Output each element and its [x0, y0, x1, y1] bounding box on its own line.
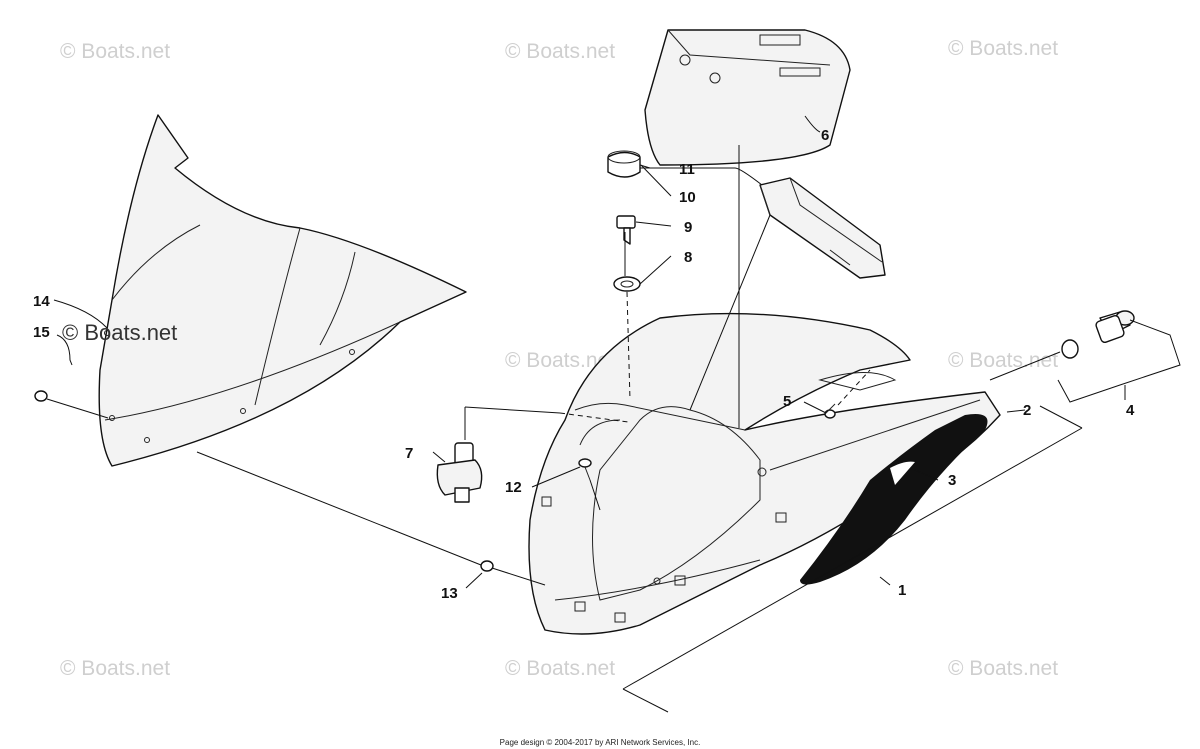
hood-part[interactable]	[528, 312, 1001, 635]
watermark: © Boats.net	[505, 657, 615, 680]
watermark: © Boats.net	[505, 349, 615, 372]
callout-3[interactable]: 3	[948, 472, 956, 489]
callout-9[interactable]: 9	[684, 219, 692, 236]
watermark: © Boats.net	[948, 657, 1058, 680]
top-cover-part[interactable]	[644, 29, 851, 166]
callout-4[interactable]: 4	[1126, 402, 1135, 419]
callout-6[interactable]: 6	[821, 127, 829, 144]
watermark: © Boats.net	[948, 37, 1058, 60]
power-socket-part[interactable]	[1061, 310, 1135, 359]
control-module-part[interactable]	[759, 177, 886, 279]
callout-5[interactable]: 5	[783, 393, 791, 410]
callout-2[interactable]: 2	[1023, 402, 1031, 419]
plug-part[interactable]	[436, 442, 483, 503]
callout-7[interactable]: 7	[405, 445, 413, 462]
watermark: © Boats.net	[505, 40, 615, 63]
hood-screw-part[interactable]	[578, 458, 592, 481]
leader-lines	[53, 115, 1181, 713]
callout-13[interactable]: 13	[441, 585, 458, 602]
callout-1[interactable]: 1	[898, 582, 906, 599]
fastener-part[interactable]	[480, 560, 494, 572]
ignition-nut-part[interactable]	[613, 276, 641, 292]
rivet-part[interactable]	[824, 403, 836, 419]
watermarks: © Boats.net © Boats.net © Boats.net © Bo…	[60, 37, 1058, 680]
decal-part[interactable]	[800, 414, 988, 585]
watermark: © Boats.net	[60, 657, 170, 680]
page-footer: Page design © 2004-2017 by ARI Network S…	[499, 738, 701, 747]
watermark-prominent: © Boats.net	[62, 320, 177, 345]
key-part[interactable]	[616, 215, 636, 245]
watermark: © Boats.net	[948, 349, 1058, 372]
ignition-switch-part[interactable]	[607, 150, 641, 178]
callout-14[interactable]: 14	[33, 293, 50, 310]
windshield-screw-part[interactable]	[34, 390, 109, 419]
callouts: 1 2 3 4 5 6 7 8 9 10 11 12 13 14 15	[33, 127, 1135, 602]
callout-8[interactable]: 8	[684, 249, 692, 266]
callout-11[interactable]: 11	[679, 161, 695, 178]
windshield-part[interactable]	[98, 114, 467, 467]
watermark: © Boats.net	[60, 40, 170, 63]
callout-15[interactable]: 15	[33, 324, 50, 341]
callout-10[interactable]: 10	[679, 189, 696, 206]
callout-12[interactable]: 12	[505, 479, 522, 496]
